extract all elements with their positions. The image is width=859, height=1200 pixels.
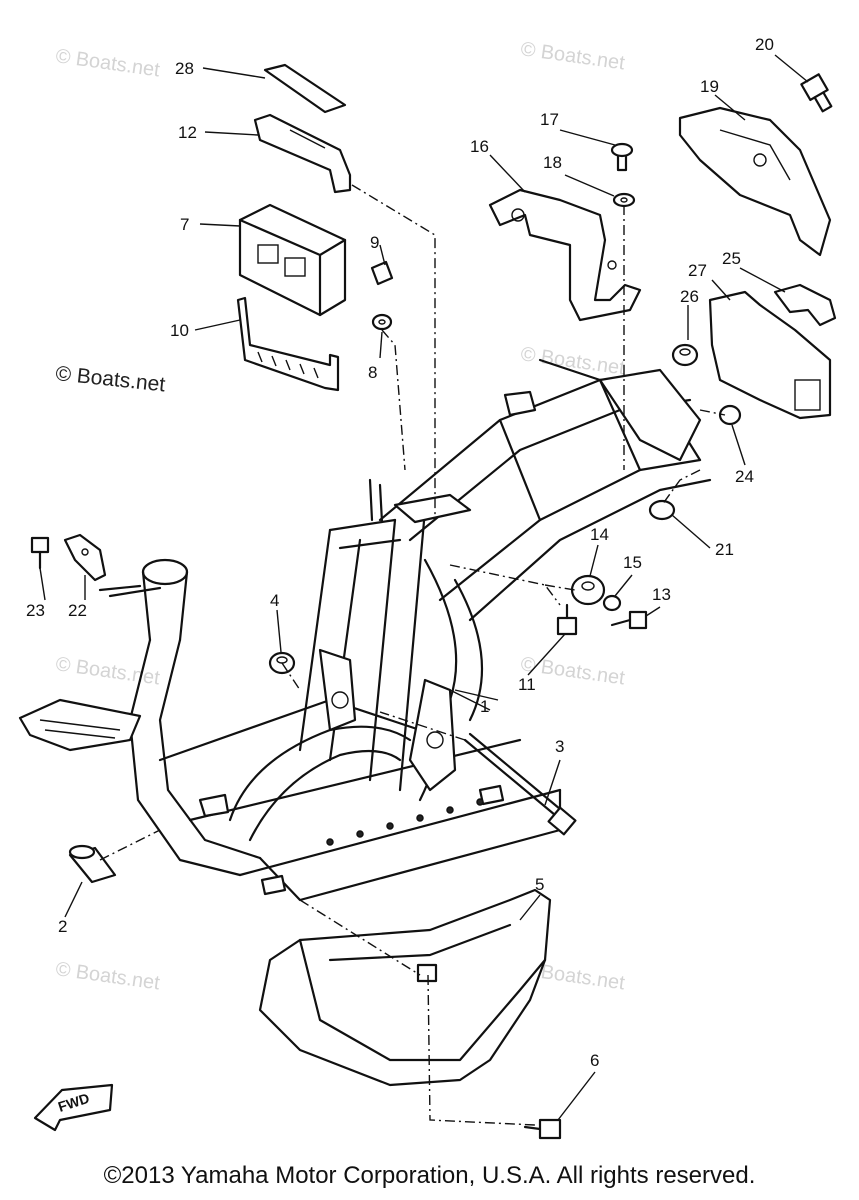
copyright-notice: ©2013 Yamaha Motor Corporation, U.S.A. A… — [103, 1162, 756, 1189]
part-17-bolt — [610, 142, 634, 172]
watermark-1: © Boats.net — [54, 45, 161, 81]
part-3-bolt — [463, 732, 577, 836]
part-2-collar — [68, 844, 117, 884]
part-24-collar — [718, 404, 742, 426]
callout-8: 8 — [368, 363, 377, 382]
part-10-band — [236, 296, 340, 392]
part-21-nut — [648, 499, 676, 521]
main-frame — [18, 358, 712, 902]
callout-17: 17 — [540, 110, 559, 129]
part-7-battery-box — [238, 203, 347, 317]
part-6-bolt — [523, 1118, 562, 1140]
rail-holes — [326, 798, 484, 846]
callout-28: 28 — [175, 59, 194, 78]
callout-25: 25 — [722, 249, 741, 268]
part-15-washer — [602, 594, 622, 612]
callout-23: 23 — [26, 601, 45, 620]
part-28-pad — [263, 63, 347, 114]
callout-6: 6 — [590, 1051, 599, 1070]
part-22-bracket — [63, 533, 107, 582]
part-16-bracket — [488, 188, 642, 322]
part-11-bolt — [556, 603, 578, 636]
callout-5: 5 — [535, 875, 544, 894]
callout-16: 16 — [470, 137, 489, 156]
part-5-under-cover — [258, 888, 552, 1087]
callout-20: 20 — [755, 35, 774, 54]
callout-3: 3 — [555, 737, 564, 756]
fwd-arrow-icon: FWD — [33, 1083, 114, 1132]
callout-18: 18 — [543, 153, 562, 172]
callout-19: 19 — [700, 77, 719, 96]
part-23-bolt — [30, 536, 50, 570]
callout-7: 7 — [180, 215, 189, 234]
part-20-bolt — [800, 73, 833, 113]
callout-2: 2 — [58, 917, 67, 936]
callout-12: 12 — [178, 123, 197, 142]
callout-15: 15 — [623, 553, 642, 572]
part-18-washer — [612, 192, 636, 208]
watermark-3: © Boats.net — [54, 362, 166, 396]
callout-10: 10 — [170, 321, 189, 340]
callout-24: 24 — [735, 467, 754, 486]
callout-21: 21 — [715, 540, 734, 559]
callout-13: 13 — [652, 585, 671, 604]
watermark-2: © Boats.net — [519, 38, 626, 74]
watermark-7: © Boats.net — [54, 958, 161, 994]
part-19-plate — [678, 106, 832, 257]
part-9-clip — [370, 260, 394, 286]
part-25-clip — [773, 283, 837, 327]
callout-14: 14 — [590, 525, 609, 544]
leader-lines — [39, 54, 809, 1126]
part-8-grommet — [371, 313, 393, 331]
part-14-damper — [570, 574, 606, 606]
part-26-grommet — [671, 343, 699, 367]
callout-labels: 1 2 3 4 5 6 7 8 9 10 11 12 13 14 15 16 1… — [26, 35, 774, 1070]
callout-27: 27 — [688, 261, 707, 280]
watermark-4: © Boats.net — [519, 343, 626, 379]
callout-26: 26 — [680, 287, 699, 306]
part-13-bolt — [610, 610, 648, 630]
callout-4: 4 — [270, 591, 279, 610]
callout-1: 1 — [480, 697, 489, 716]
callout-11: 11 — [518, 675, 536, 694]
callout-22: 22 — [68, 601, 87, 620]
callout-9: 9 — [370, 233, 379, 252]
part-27-bracket — [708, 290, 832, 420]
band-teeth — [257, 351, 319, 379]
part-12-bracket — [253, 113, 352, 194]
